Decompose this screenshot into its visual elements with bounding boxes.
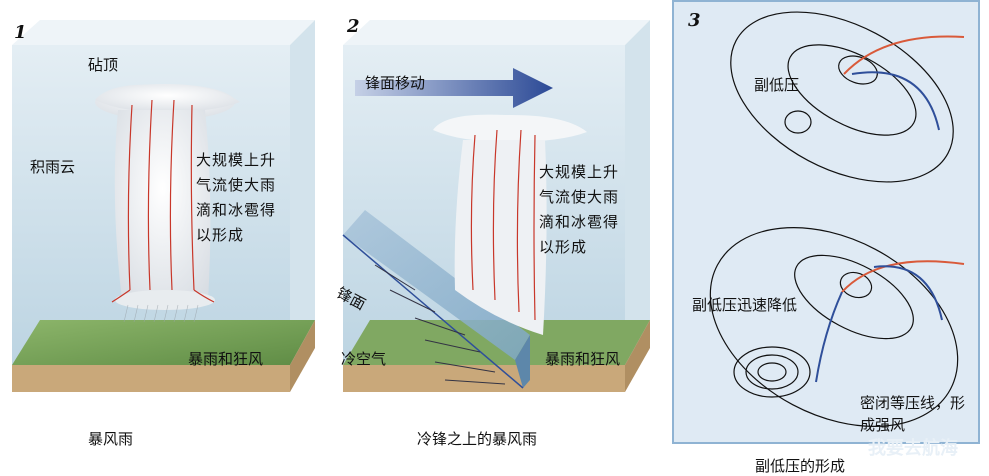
ground-label: 暴雨和狂风 (188, 348, 263, 369)
cloud-label: 积雨云 (30, 156, 75, 177)
updraft-description: 大规模上升气流使大雨滴和冰雹得以形成 (196, 148, 276, 248)
panel-number: 3 (688, 10, 701, 31)
caption: 冷锋之上的暴风雨 (417, 428, 537, 449)
watermark: 我要去航海 (868, 434, 958, 460)
panel-1: 1 砧顶 积雨云 大规模上升气流使大雨滴和冰雹得以形成 暴雨和狂风 暴风雨 (0, 0, 330, 473)
front-movement-label: 锋面移动 (365, 72, 425, 93)
updraft-description: 大规模上升气流使大雨滴和冰雹得以形成 (539, 160, 619, 260)
cold-front-line (852, 72, 939, 130)
low-pressure-label: 副低压 (754, 74, 799, 95)
isobars-top (702, 2, 980, 217)
panel-3: 3 副低压 副低压迅速降低 密闭等压线，形成强风 我要去航海 (672, 0, 980, 444)
cold-front-line (874, 266, 942, 320)
anvil-label: 砧顶 (88, 54, 118, 75)
caption: 暴风雨 (88, 428, 133, 449)
isobar-diagrams (674, 2, 980, 444)
isobar-note: 密闭等压线，形成强风 (860, 392, 970, 436)
panel-number: 1 (14, 22, 27, 43)
cold-front-line (816, 292, 842, 382)
panel-number: 2 (347, 16, 360, 37)
cold-air-label: 冷空气 (341, 348, 386, 369)
storm-scene-1 (0, 0, 330, 420)
rapid-deepening-label: 副低压迅速降低 (692, 294, 797, 315)
ground-label: 暴雨和狂风 (545, 348, 620, 369)
warm-front-line (842, 261, 964, 292)
panel-2: 2 锋面移动 大规模上升气流使大雨滴和冰雹得以形成 锋面 冷空气 暴雨和狂风 冷… (335, 0, 670, 473)
